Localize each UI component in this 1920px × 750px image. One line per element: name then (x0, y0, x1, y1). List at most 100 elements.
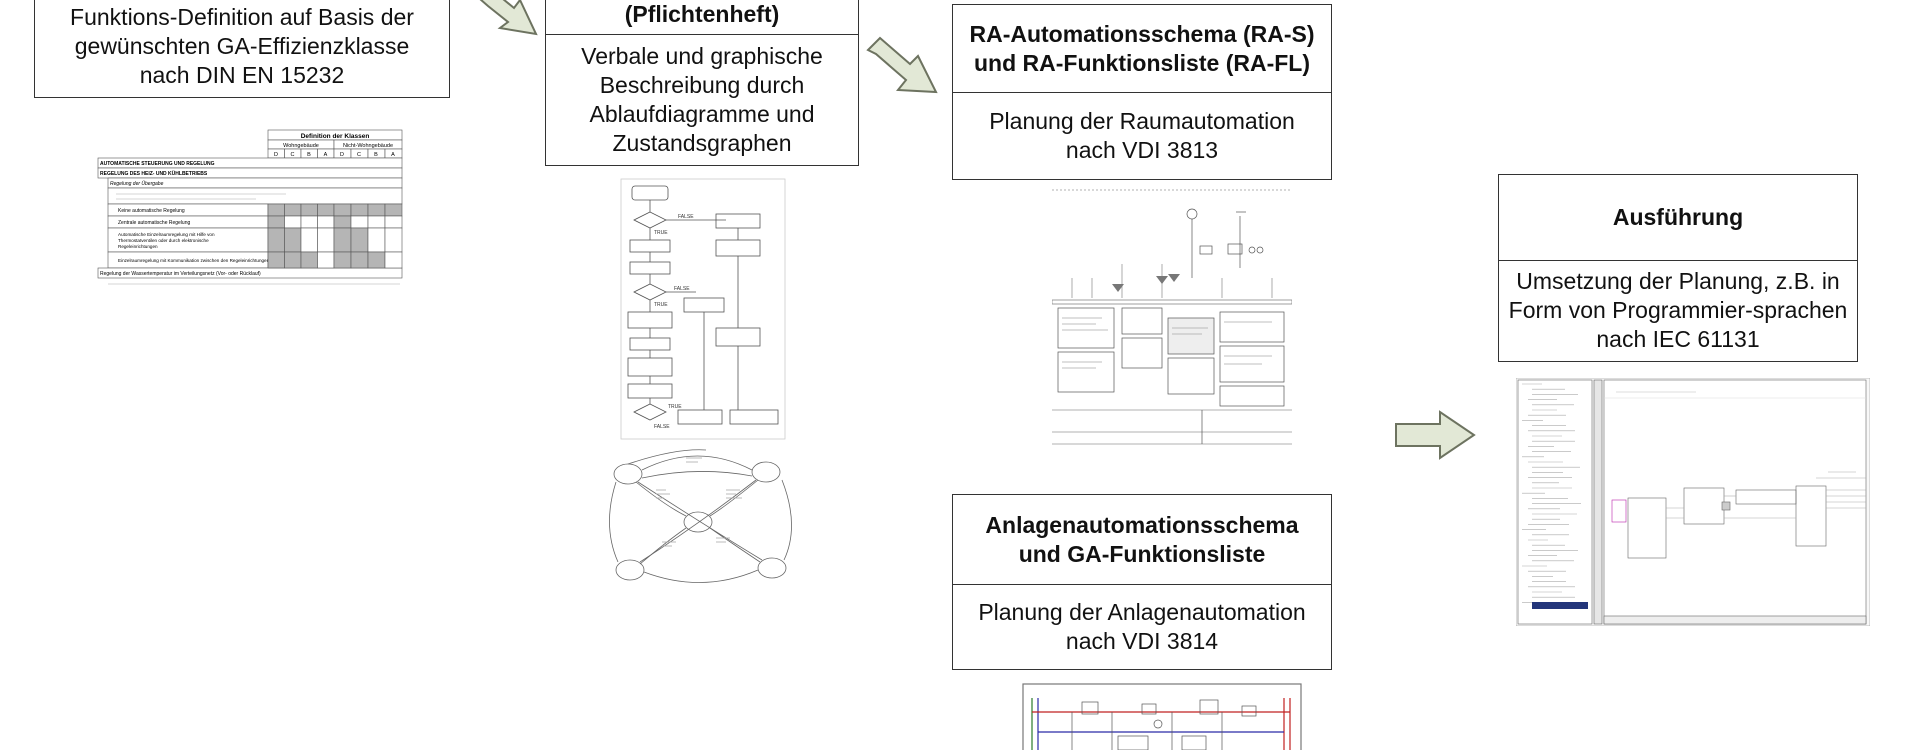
table-class-cell (367, 215, 386, 229)
text-line: Ablaufdiagramme und (589, 100, 815, 127)
room-automation-description: Planung der Raumautomation nach VDI 3813 (953, 93, 1331, 178)
table-row-label: Zentrale automatische Regelung (118, 220, 190, 226)
table-class-cell (384, 203, 403, 217)
table-row-label: Einzelraumregelung mit Kommunikation zwi… (118, 258, 270, 263)
text-line: Beschreibung durch (599, 71, 805, 98)
table-class-letter: C (357, 152, 361, 158)
execution-description: Umsetzung der Planung, z.B. in Form von … (1499, 261, 1857, 360)
text-line: und GA-Funktionsliste (1018, 540, 1266, 567)
table-class-letter: D (340, 152, 344, 158)
table-class-cells (267, 203, 403, 269)
text-line: nach VDI 3813 (1065, 136, 1219, 163)
plc-program-image (1516, 378, 1870, 626)
table-row-label: Thermostatventilen oder durch elektronis… (118, 238, 209, 243)
table-class-cell (317, 203, 335, 217)
table-class-cell (350, 251, 369, 269)
room-automation-schema-image (1052, 188, 1292, 446)
table-class-cell (384, 251, 403, 269)
table-row-label: Regeleinrichtungen (118, 244, 158, 249)
table-class-cell (267, 203, 285, 217)
flow-label: FALSE (654, 424, 670, 430)
table-class-cell (333, 215, 352, 229)
flow-label: FALSE (674, 286, 690, 292)
table-group-residential: Wohngebäude (283, 143, 319, 149)
requirements-description: Verbale und graphische Beschreibung durc… (546, 35, 858, 164)
text-line: Planung der Raumautomation (989, 107, 1295, 134)
table-group-nonresidential: Nicht-Wohngebäude (343, 143, 393, 149)
table-class-cell (333, 251, 352, 269)
flowchart-image: FALSE TRUE FALSE TRUE FALSE TRUE (620, 178, 786, 440)
text-line: Anlagenautomationsschema (985, 511, 1299, 538)
text-line: Funktions-Definition auf Basis der (70, 3, 414, 30)
plant-automation-title: Anlagenautomationsschema und GA-Funktion… (953, 495, 1331, 585)
table-class-cell (284, 227, 302, 253)
table-class-letter: D (274, 152, 278, 158)
text-line: RA-Automationsschema (RA-S) (969, 20, 1315, 47)
plant-automation-box: Anlagenautomationsschema und GA-Funktion… (952, 494, 1332, 670)
text-line: Umsetzung der Planung, z.B. in (1516, 268, 1840, 294)
text-line: Form von Programmier-sprachen (1508, 297, 1848, 323)
table-class-cell (267, 215, 285, 229)
requirements-box: (Pflichtenheft) Verbale und graphische B… (545, 0, 859, 166)
table-class-cell (300, 251, 318, 269)
table-class-cell (317, 215, 335, 229)
table-row-label: REGELUNG DES HEIZ- UND KÜHLBETRIEBS (100, 170, 208, 177)
flow-label: TRUE (654, 230, 668, 236)
text-line: gewünschten GA-Effizienzklasse (74, 32, 410, 59)
table-class-cell (284, 251, 302, 269)
table-row-label: Keine automatische Regelung (118, 208, 185, 214)
text-line: nach IEC 61131 (1596, 326, 1760, 352)
table-class-cell (300, 215, 318, 229)
flow-label: TRUE (668, 404, 682, 410)
text-line: nach VDI 3814 (1065, 627, 1219, 654)
table-class-cell (367, 251, 386, 269)
table-class-cell (267, 251, 285, 269)
text-line: und RA-Funktionsliste (RA-FL) (973, 49, 1310, 76)
table-class-cell (300, 227, 318, 253)
table-class-cell (284, 215, 302, 229)
text-line: Verbale und graphische (581, 42, 823, 69)
table-class-letter: B (374, 152, 378, 158)
table-class-cell (300, 203, 318, 217)
text-line: Planung der Anlagenautomation (978, 598, 1306, 625)
table-class-cell (317, 251, 335, 269)
text-line: (Pflichtenheft) (624, 1, 780, 27)
table-row-label: Regelung der Wassertemperatur im Verteil… (100, 271, 261, 277)
table-class-letter: C (291, 152, 295, 158)
requirements-title: (Pflichtenheft) (546, 0, 858, 35)
execution-title: Ausführung (1499, 175, 1857, 261)
table-class-cell (350, 227, 369, 253)
text-line: Zustandsgraphen (612, 129, 792, 156)
table-class-letter: A (391, 152, 395, 158)
table-class-letter: B (307, 152, 311, 158)
flow-label: TRUE (654, 302, 668, 308)
room-automation-title: RA-Automationsschema (RA-S) und RA-Funkt… (953, 5, 1331, 93)
table-class-cell (333, 227, 352, 253)
table-class-cell (384, 227, 403, 253)
efficiency-class-description: Funktions-Definition auf Basis der gewün… (35, 0, 449, 97)
plant-automation-description: Planung der Anlagenautomation nach VDI 3… (953, 585, 1331, 668)
table-class-cell (350, 203, 369, 217)
table-class-cell (367, 203, 386, 217)
table-class-cell (367, 227, 386, 253)
table-class-letter: A (324, 152, 328, 158)
state-graph-image (606, 446, 802, 592)
flow-arrow-1 (479, 0, 538, 36)
flow-arrow-3 (1395, 410, 1476, 460)
table-row-label: Regelung der Übergabe (110, 180, 164, 187)
table-class-cell (267, 227, 285, 253)
flow-label: FALSE (678, 214, 694, 220)
efficiency-class-table-image: Definition der Klassen Wohngebäude Nicht… (96, 128, 404, 304)
plant-automation-schema-image (1022, 680, 1302, 750)
table-class-cell (333, 203, 352, 217)
table-row-label: AUTOMATISCHE STEUERUNG UND REGELUNG (100, 161, 215, 167)
room-automation-box: RA-Automationsschema (RA-S) und RA-Funkt… (952, 4, 1332, 180)
flow-arrow-2 (866, 36, 938, 94)
text-line: nach DIN EN 15232 (139, 61, 345, 88)
table-row-label: Automatische Einzelraumregelung mit Hilf… (118, 232, 215, 237)
table-class-cell (350, 215, 369, 229)
table-title: Definition der Klassen (301, 133, 370, 140)
table-class-cell (317, 227, 335, 253)
table-class-cell (284, 203, 302, 217)
text-line: Ausführung (1612, 204, 1744, 230)
